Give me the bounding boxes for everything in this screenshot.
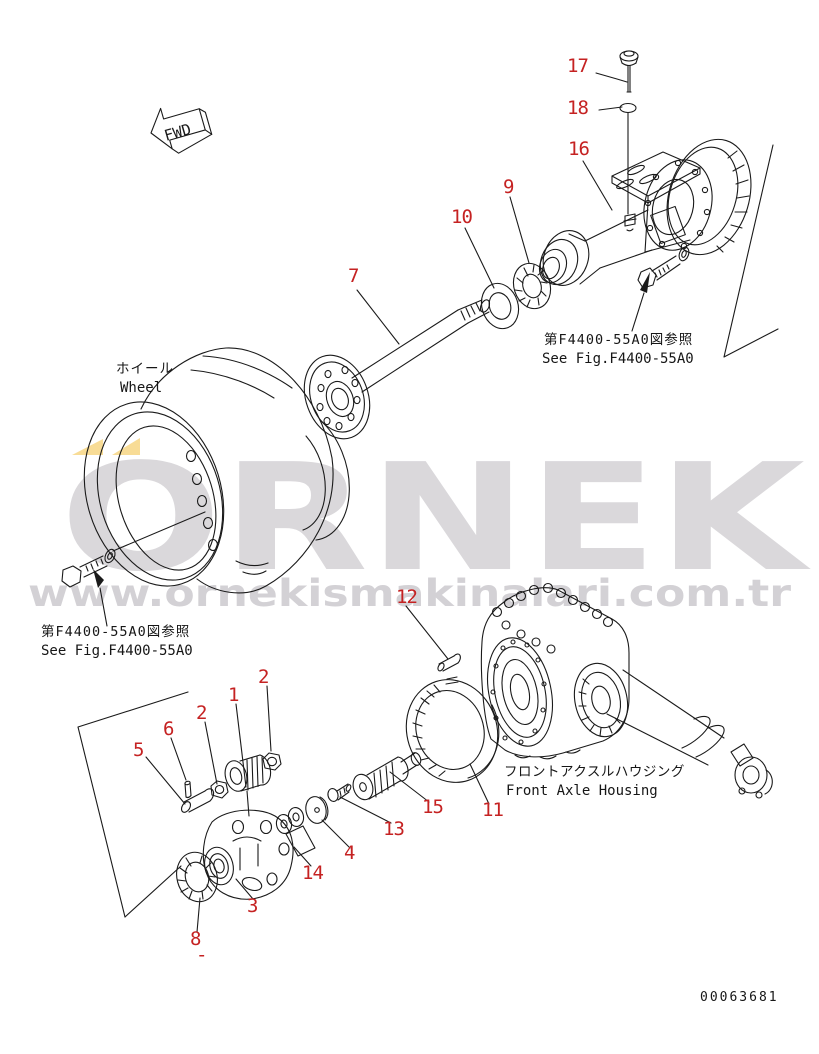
callout-12: 12 [396, 586, 418, 608]
axle-tube-part [606, 669, 773, 799]
front-axle-housing-part [480, 582, 630, 760]
pin-part [184, 780, 192, 799]
callout-15: 15 [422, 796, 444, 818]
bearing-part [512, 262, 552, 310]
callout-7: 7 [348, 265, 359, 287]
watermark-url-text: www.ornekismakinalari.com.tr [28, 572, 792, 615]
group-boundary-line [723, 144, 779, 358]
leader-see-fig-bl [99, 587, 108, 627]
axle-assembly-part [538, 138, 752, 286]
pin-part [437, 653, 461, 672]
ring-gear-part [405, 676, 500, 783]
thrust-washer-part [275, 807, 316, 857]
see-fig-reference-en: See Fig.F4400-55A0 [542, 351, 694, 367]
leader-line [246, 790, 250, 817]
nut-part [262, 752, 282, 771]
callout--: - [196, 944, 207, 966]
callout-5: 5 [133, 739, 144, 761]
callout-13: 13 [383, 818, 405, 840]
watermark-accent-triangle [112, 438, 140, 455]
callout-3: 3 [247, 895, 258, 917]
watermark-brand-text: ORNEK [60, 432, 812, 604]
callout-10: 10 [451, 206, 473, 228]
callout-16: 16 [568, 138, 590, 160]
figure-number: 00063681 [700, 990, 779, 1005]
callout-18: 18 [567, 97, 589, 119]
bolt-part [637, 246, 690, 289]
callout-2: 2 [258, 666, 269, 688]
callout-2: 2 [196, 702, 207, 724]
nut-part [210, 780, 229, 799]
see-fig-reference-en: See Fig.F4400-55A0 [41, 643, 193, 659]
watermark: ORNEK www.ornekismakinalari.com.tr [28, 432, 812, 615]
wheel-label-jp: ホイール [116, 361, 174, 377]
small-bolt-part [327, 783, 352, 802]
bearing-part [176, 851, 218, 903]
callout-6: 6 [163, 718, 174, 740]
fwd-arrow-label: FWD [162, 120, 193, 145]
callout-11: 11 [482, 799, 504, 821]
front-axle-housing-label-en: Front Axle Housing [506, 783, 658, 799]
callout-17: 17 [567, 55, 589, 77]
watermark-accent-triangle [72, 439, 103, 455]
leader-lines [145, 72, 628, 933]
disc-part [305, 796, 329, 824]
leader-see-fig-tr [631, 292, 645, 332]
wheel-part [83, 347, 350, 594]
wheel-label-en: Wheel [120, 380, 163, 396]
fwd-arrow [150, 107, 213, 154]
oring-part [619, 102, 637, 114]
line-art: FWD [61, 50, 779, 933]
see-fig-reference-jp: 第F4400-55A0図参照 [41, 624, 191, 640]
callout-1: 1 [228, 684, 239, 706]
callout-14: 14 [302, 862, 324, 884]
front-axle-housing-label-jp: フロントアクスルハウジング [504, 764, 685, 780]
solid-arrow [93, 569, 104, 588]
callout-8: 8 [190, 928, 201, 950]
callout-4: 4 [344, 842, 355, 864]
see-fig-reference-jp: 第F4400-55A0図参照 [544, 332, 694, 348]
group-boundary-lines [77, 691, 189, 918]
dipstick-part [619, 50, 639, 93]
wheel-bolt-part [61, 548, 116, 588]
bushing-part [224, 754, 272, 792]
cylinder-pin-part [180, 788, 215, 813]
washer-part [480, 282, 520, 330]
splined-shaft-part [352, 752, 422, 801]
diff-carrier-part [202, 809, 294, 900]
callout-9: 9 [503, 176, 514, 198]
solid-arrow [640, 272, 650, 293]
